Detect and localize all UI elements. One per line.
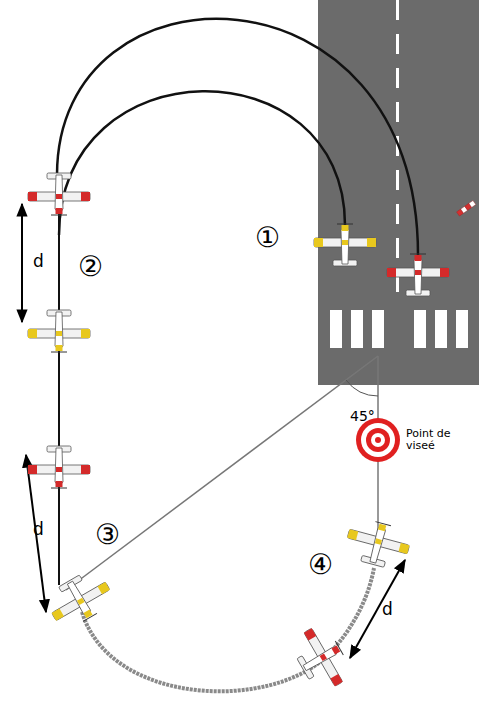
aircraft [28,446,90,488]
aircraft [42,565,117,632]
aim-point-target [356,418,400,462]
dimension-arrow [26,455,46,612]
target-label: Point de viseé [406,428,454,452]
dimension-label: d [33,252,44,271]
callout-number: ① [255,223,280,254]
aircraft [342,516,413,573]
circuit-paths [57,19,418,691]
dimension-label: d [33,520,44,539]
callout-number: ③ [95,520,120,551]
windsock [457,200,476,216]
angle-label: 45° [350,409,375,424]
aircraft [28,310,90,352]
aircraft [387,254,449,296]
callout-number: ④ [308,550,333,581]
dimension-arrow [21,204,23,322]
callout-number: ② [78,252,103,283]
dimension-arrow [350,560,405,658]
aircraft [314,224,376,266]
dimension-label: d [382,600,393,619]
aircraft [287,621,354,696]
aircraft [28,173,90,215]
